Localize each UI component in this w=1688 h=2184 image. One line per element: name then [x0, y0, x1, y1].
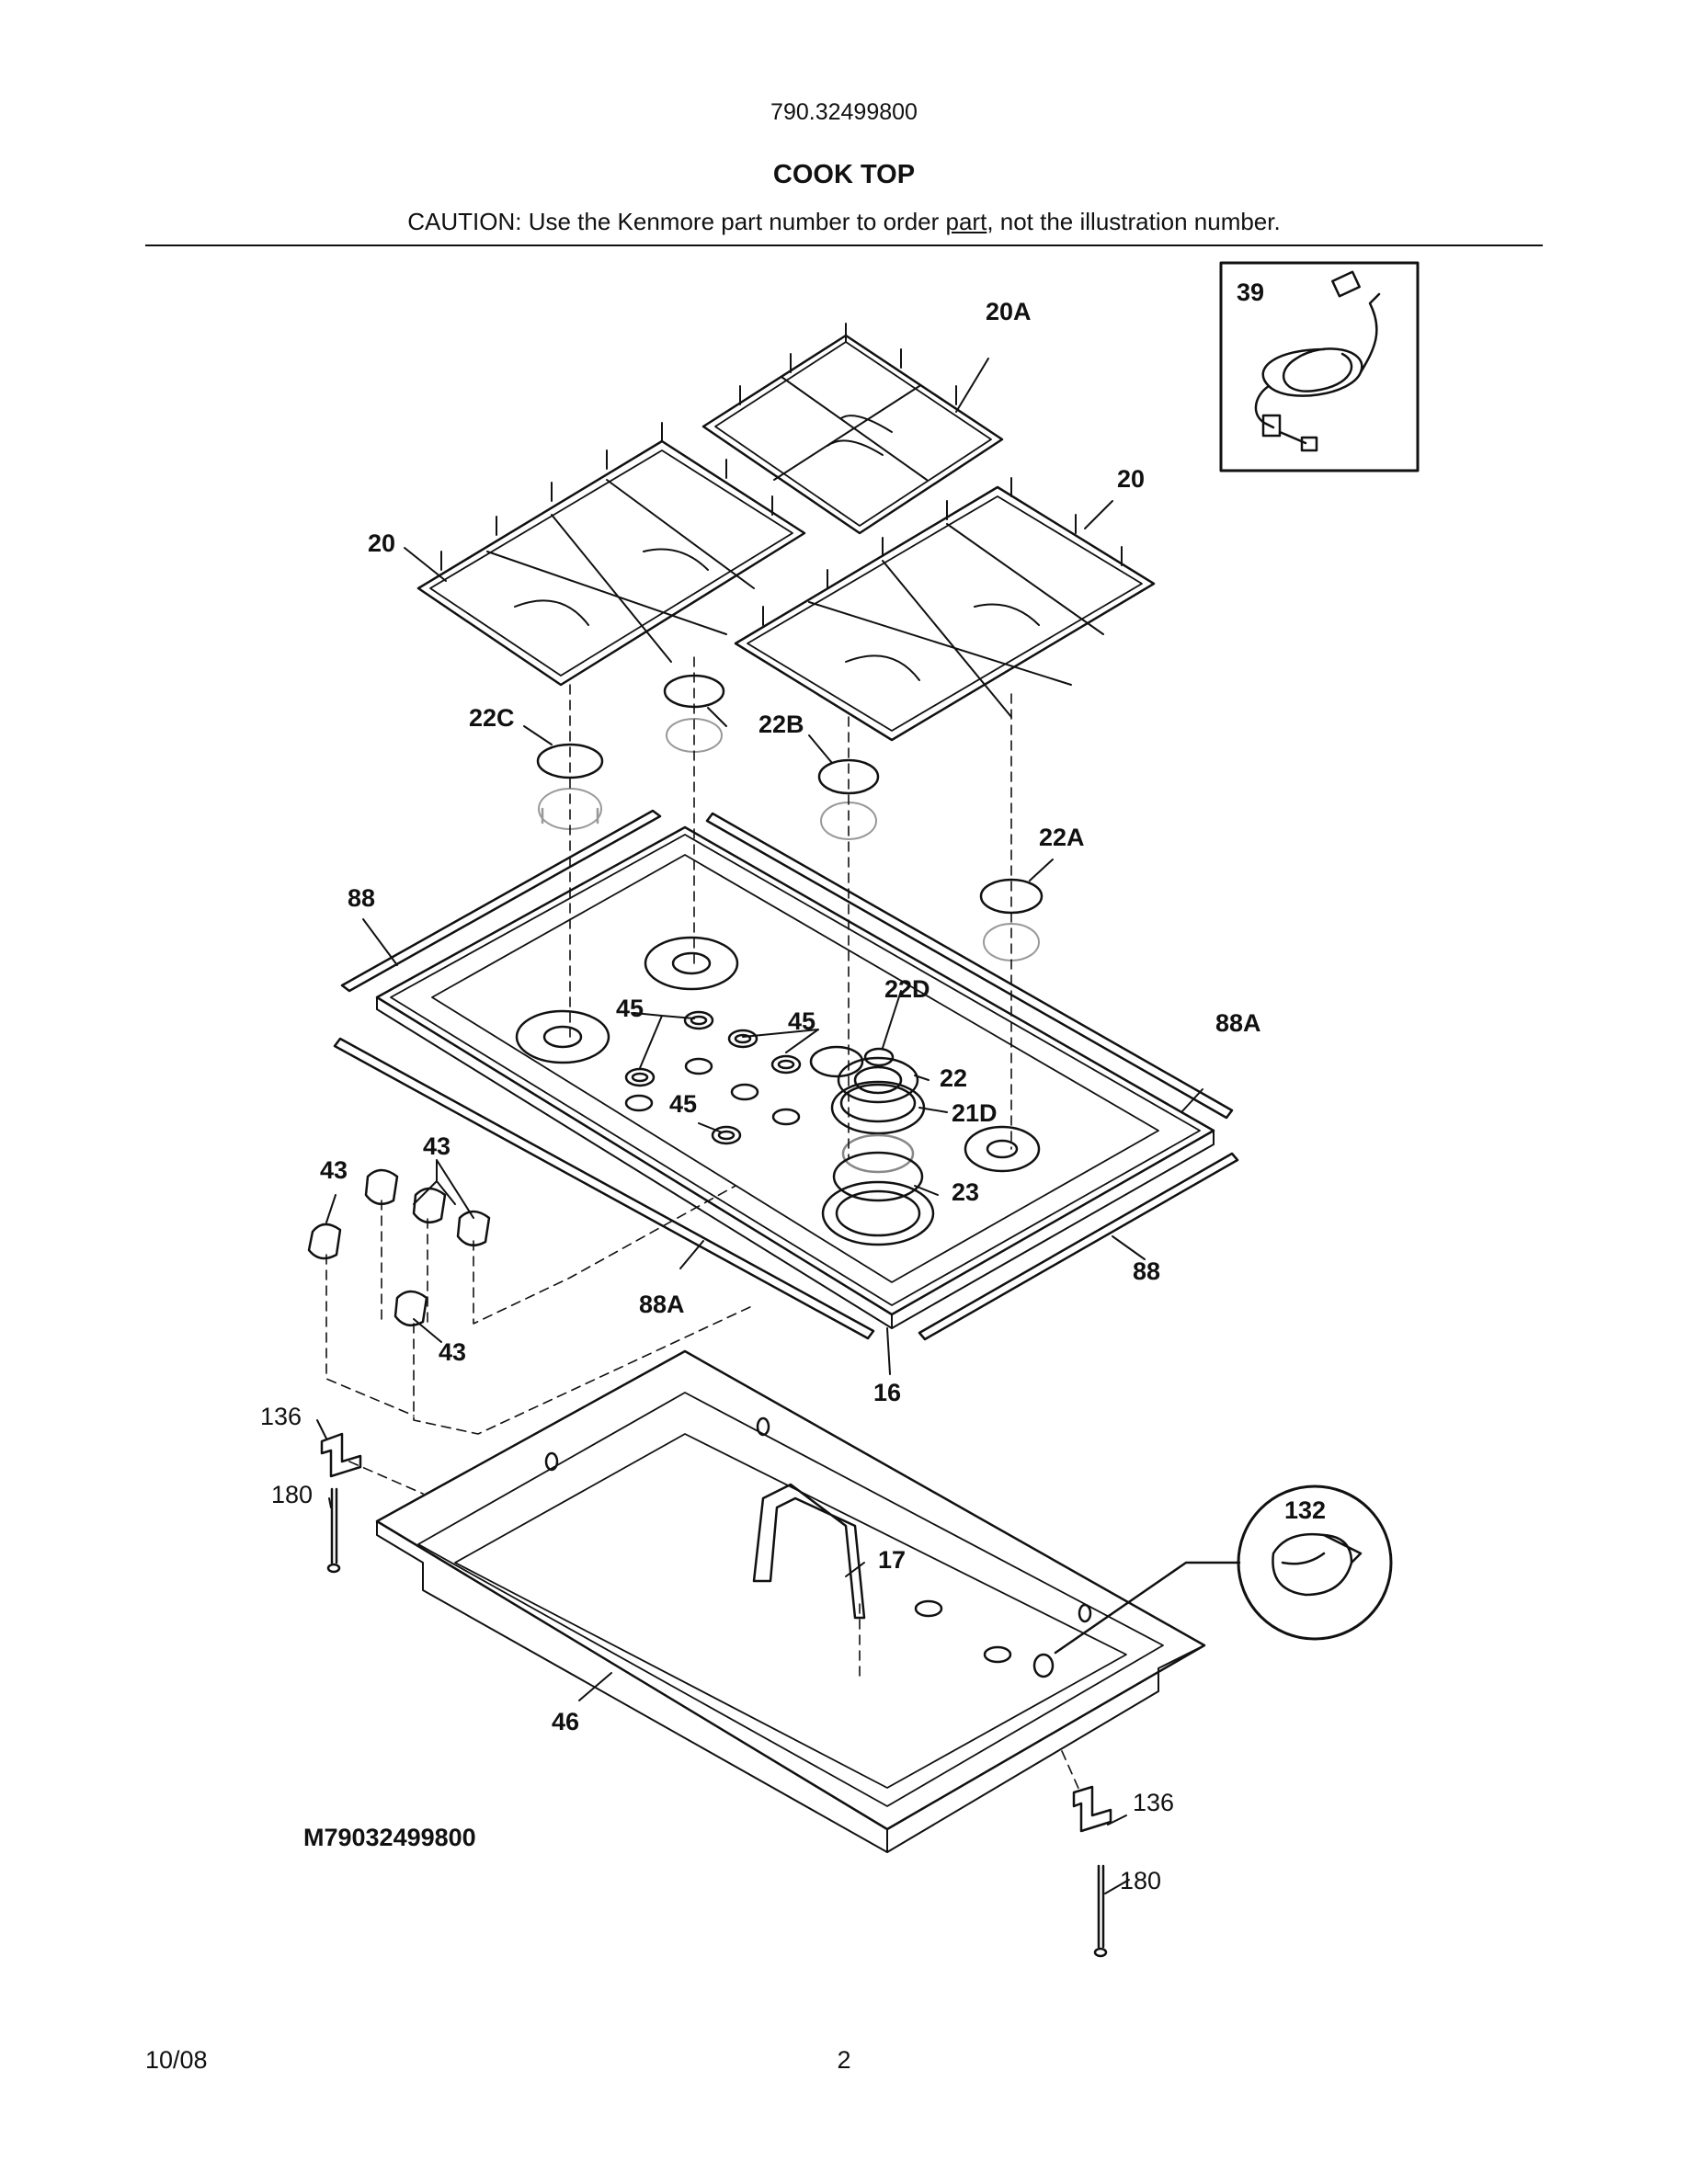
trim-88A-right	[705, 812, 1234, 1120]
control-knobs-43	[307, 1168, 491, 1327]
callout-43-bottom: 43	[439, 1338, 466, 1366]
caution-text-end: , not the illustration number.	[987, 208, 1281, 235]
callout-88A-bottom: 88A	[639, 1291, 685, 1318]
callout-88-left: 88	[348, 884, 375, 912]
callout-180-right: 180	[1120, 1867, 1161, 1894]
callout-46: 46	[552, 1708, 579, 1735]
callout-22C: 22C	[469, 704, 515, 732]
callout-88-right: 88	[1133, 1257, 1160, 1285]
figure-id: M79032499800	[303, 1824, 476, 1851]
igniter-module-132-inset	[1032, 1484, 1393, 1678]
bezels-45	[624, 1010, 802, 1145]
grate-20-right	[734, 477, 1156, 742]
header-rule	[145, 245, 1543, 246]
page-number: 2	[837, 2046, 851, 2074]
model-number: 790.32499800	[770, 99, 918, 125]
callout-16: 16	[873, 1379, 901, 1406]
assembly-lines	[325, 656, 1081, 1793]
callout-17: 17	[878, 1546, 906, 1574]
callout-leaders	[316, 358, 1203, 1894]
callout-22B: 22B	[758, 711, 804, 738]
callout-180-left: 180	[271, 1481, 313, 1508]
power-cord-inset	[1219, 261, 1420, 472]
callout-88A-right: 88A	[1215, 1009, 1261, 1037]
callout-20-right: 20	[1117, 465, 1145, 493]
bracket-136-left	[320, 1432, 362, 1478]
caution-note: CAUTION: Use the Kenmore part number to …	[0, 208, 1688, 236]
callout-23: 23	[952, 1178, 979, 1206]
page-title: COOK TOP	[772, 160, 916, 189]
caution-underlined-word: part	[945, 208, 987, 235]
callout-136-right: 136	[1133, 1789, 1174, 1816]
callout-21D: 21D	[952, 1099, 998, 1127]
callout-45-lower: 45	[669, 1090, 697, 1118]
grate-20-left	[416, 422, 806, 687]
callout-45-right: 45	[788, 1007, 815, 1035]
callout-20-left: 20	[368, 529, 395, 557]
trim-88-right	[918, 1152, 1239, 1341]
grate-20A	[701, 323, 1004, 535]
burner-box-46	[375, 1349, 1206, 1853]
bracket-136-right	[1072, 1785, 1112, 1833]
callout-labels: 39 20A 20 20 22C 22B 22A 88 88A 45 45 45…	[260, 279, 1326, 1894]
trim-88A-front	[333, 1037, 875, 1340]
footer-date: 10/08	[145, 2046, 208, 2074]
callout-132: 132	[1284, 1496, 1326, 1524]
callout-39: 39	[1237, 279, 1264, 306]
callout-136-left: 136	[260, 1403, 302, 1430]
trim-88-left	[340, 809, 662, 993]
burner-assembly-center	[830, 1047, 926, 1202]
caution-text: CAUTION: Use the Kenmore part number to …	[407, 208, 946, 235]
callout-43-top: 43	[423, 1132, 451, 1160]
cooktop-16	[375, 825, 1215, 1329]
callout-22D: 22D	[884, 975, 930, 1003]
callout-22: 22	[940, 1064, 967, 1092]
callout-22A: 22A	[1039, 824, 1085, 851]
callout-20A: 20A	[986, 298, 1032, 325]
callout-45-left: 45	[616, 995, 644, 1022]
callout-43-left: 43	[320, 1156, 348, 1184]
screw-180-left	[326, 1487, 341, 1574]
screw-180-right	[1093, 1864, 1108, 1958]
